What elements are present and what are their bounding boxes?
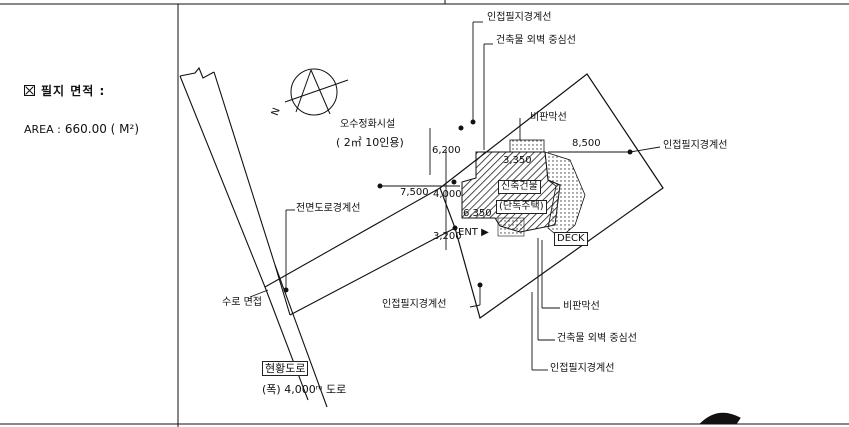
label-building: 신축건물 xyxy=(498,180,541,194)
area-label: AREA : xyxy=(24,123,61,136)
dimension-dots xyxy=(283,119,633,293)
label-dim-3350: 3,350 xyxy=(503,155,532,166)
label-building-outer-top: 건축물 외벽 중심선 xyxy=(496,35,576,46)
corner-mark xyxy=(698,412,741,425)
area-value: 660.00 ( M²) xyxy=(64,122,140,136)
parcel-area-legend: 필지 면적 : xyxy=(24,82,105,99)
parcel-area-symbol-icon xyxy=(24,85,35,96)
label-dim-3200: 3,200 xyxy=(433,231,462,242)
label-adjacent-right: 인접필지경계선 xyxy=(663,140,728,151)
label-adjacent-top: 인접필지경계선 xyxy=(487,12,552,23)
area-row: AREA :660.00 ( M²) xyxy=(24,122,139,136)
leader-lines xyxy=(249,21,661,371)
label-deck: DECK xyxy=(554,232,588,246)
label-septic-capacity: ( 2㎡ 10인용) xyxy=(336,136,404,149)
label-dim-8500: 8,500 xyxy=(572,138,601,149)
label-adjacent-bottom2: 인접필지경계선 xyxy=(550,363,615,374)
north-arrow xyxy=(284,68,349,116)
existing-road xyxy=(179,66,328,408)
label-road-boundary: 전면도로경계선 xyxy=(296,203,361,214)
label-dim-4000: 4,000 xyxy=(433,189,462,200)
label-building-use: (단독주택) xyxy=(496,200,547,214)
parcel-boundary xyxy=(439,73,664,319)
entrance-area xyxy=(497,217,525,237)
label-dim-6200: 6,200 xyxy=(432,145,461,156)
label-dim-7500: 7,500 xyxy=(400,187,429,198)
legend-title: 필지 면적 : xyxy=(41,84,106,98)
label-ditch: 수로 면접 xyxy=(222,297,262,308)
label-entrance: ENT ▶ xyxy=(458,227,489,238)
label-canopy-top: 비판막선 xyxy=(530,112,567,123)
label-road-name: 현황도로 xyxy=(262,361,309,376)
access-road xyxy=(264,187,456,316)
label-adjacent-bottom: 인접필지경계선 xyxy=(382,299,447,310)
label-septic: 오수정화시설 xyxy=(340,119,396,130)
label-building-outer-bottom: 건축물 외벽 중심선 xyxy=(557,333,637,344)
label-canopy-bottom: 비판막선 xyxy=(563,301,600,312)
label-dim-6350: 6,350 xyxy=(463,208,492,219)
canopy-area xyxy=(509,139,545,153)
label-road-width: (폭) 4,000ᵐ 도로 xyxy=(262,383,347,396)
